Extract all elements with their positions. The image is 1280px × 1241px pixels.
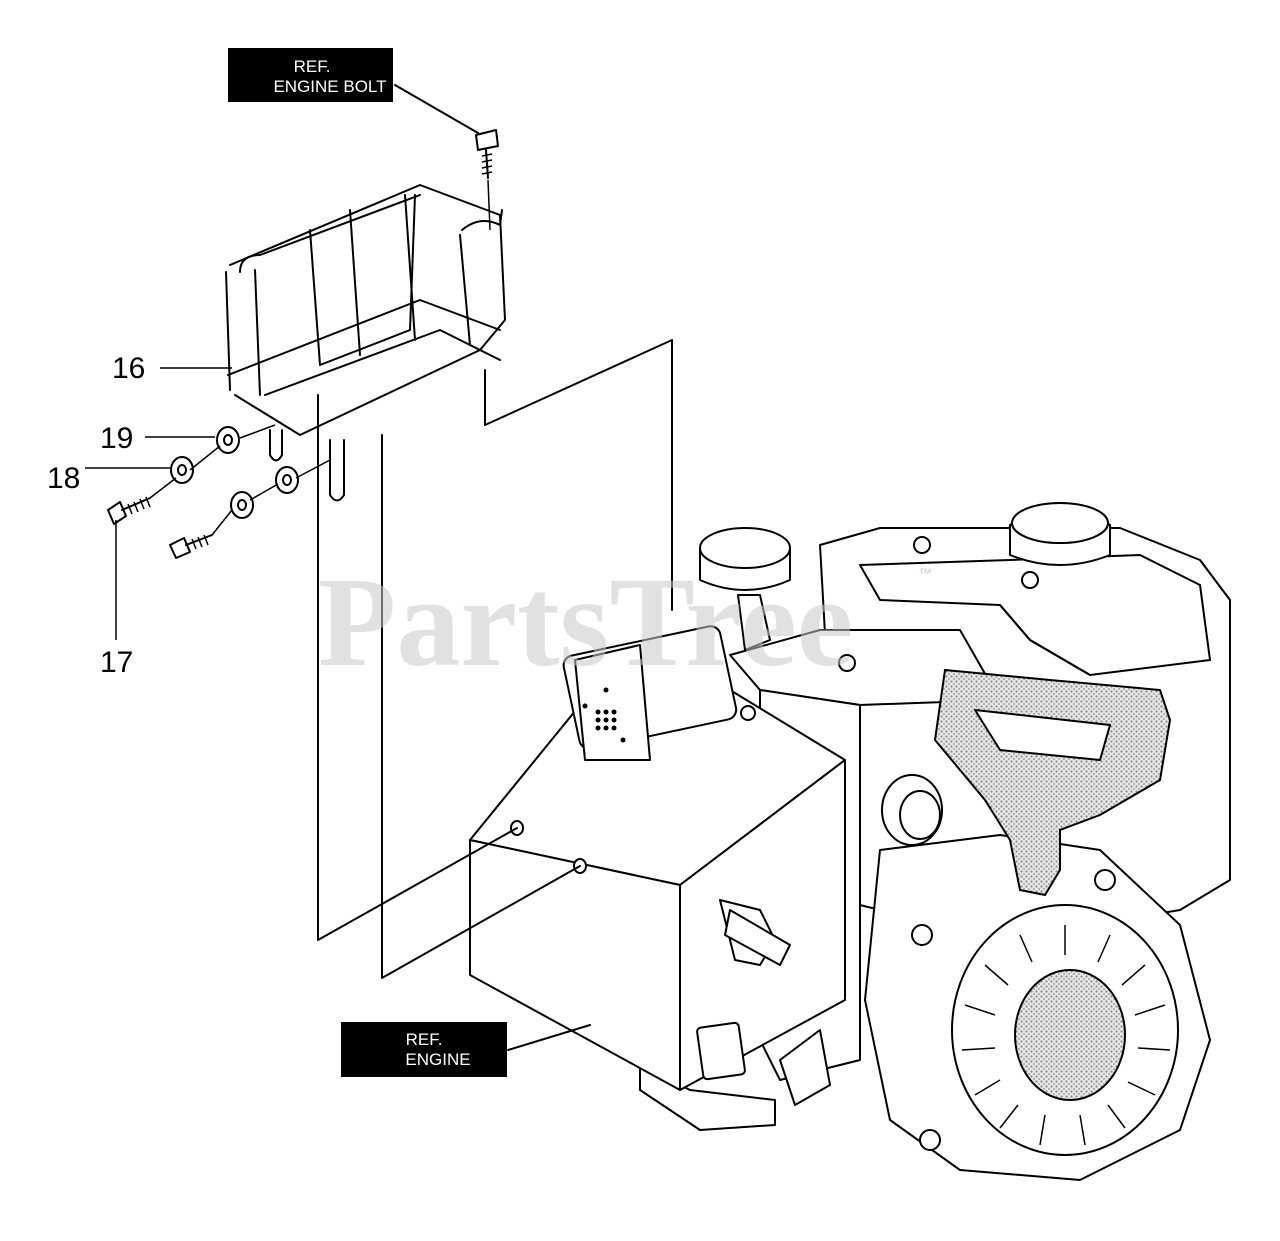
- starter-vents: [961, 925, 1171, 1146]
- vent-dots: [582, 687, 626, 743]
- guard-cage: [225, 184, 506, 502]
- watermark-tm: ™: [918, 565, 932, 581]
- part-label-16: 16: [112, 352, 145, 385]
- assembly-lines: [317, 339, 673, 979]
- watermark-text: PartsTree: [318, 551, 853, 693]
- callout-engine-bolt-line2: ENGINE BOLT: [273, 77, 386, 96]
- callout-engine-line2: ENGINE: [405, 1050, 470, 1069]
- callout-engine-line1: REF.: [406, 1030, 443, 1049]
- callout-engine-bolt: REF. ENGINE BOLT: [228, 48, 393, 102]
- callout-engine: REF. ENGINE: [341, 1022, 507, 1077]
- leader-lines: [85, 84, 591, 1051]
- part-label-17: 17: [100, 646, 133, 679]
- part-label-18: 18: [47, 462, 80, 495]
- callout-engine-bolt-line1: REF.: [294, 57, 331, 76]
- engine: [469, 502, 1231, 1181]
- watermark: PartsTree ™: [318, 551, 932, 693]
- part-label-19: 19: [100, 422, 133, 455]
- engine-bolt: [475, 129, 499, 231]
- hardware: [107, 424, 331, 559]
